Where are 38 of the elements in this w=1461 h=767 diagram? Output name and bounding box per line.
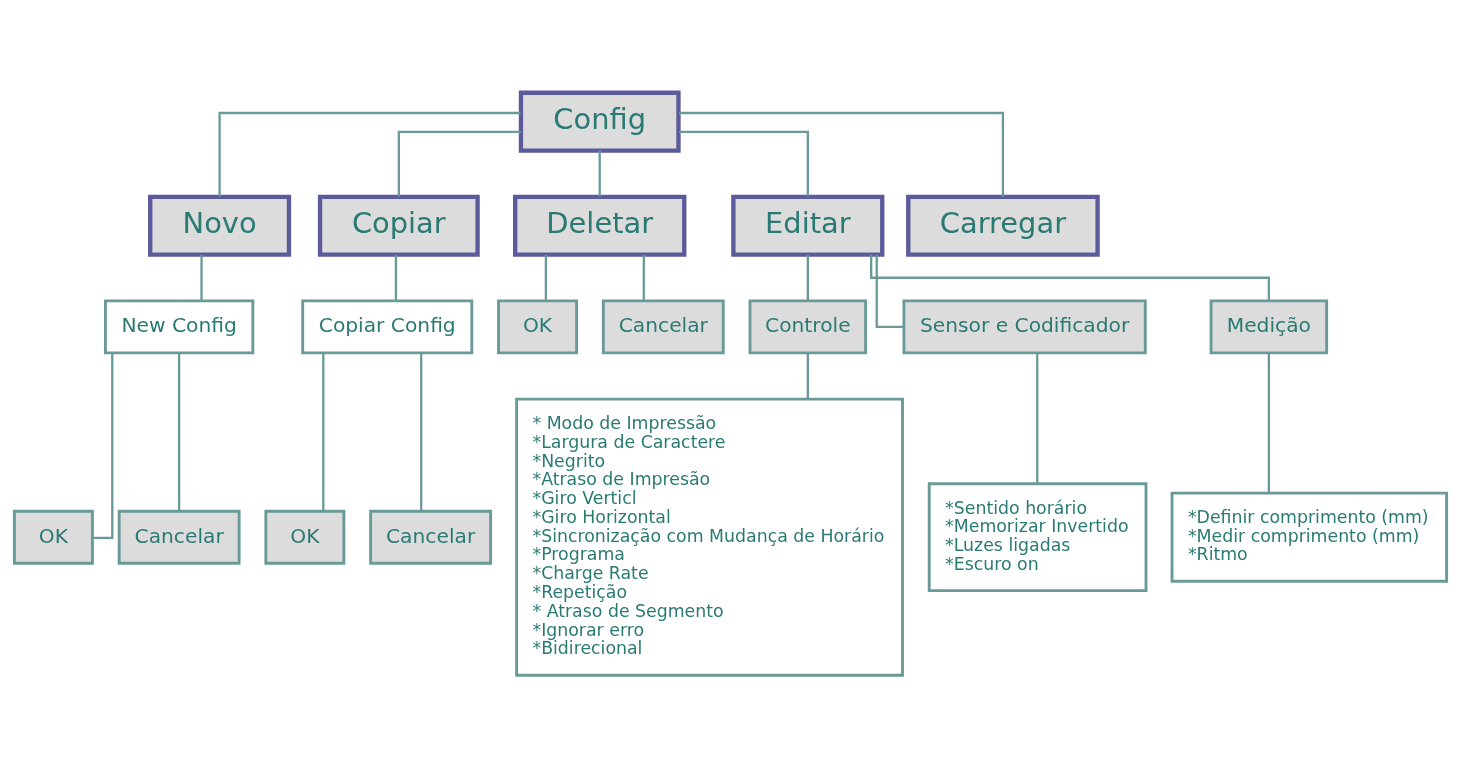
node-box: New Config: [104, 298, 255, 354]
node-box: Controle: [748, 298, 868, 354]
node-box: Medição: [1209, 298, 1329, 354]
node-box: OK: [264, 509, 346, 565]
connector: [806, 254, 809, 301]
node-box: Cancelar: [601, 298, 725, 354]
connector: [678, 111, 1005, 197]
connector: [1036, 352, 1039, 484]
connector: [322, 352, 325, 511]
connector: [1267, 352, 1270, 493]
node-box: Deletar: [513, 194, 687, 257]
node-box: Config: [518, 90, 681, 153]
node-box: Carregar: [906, 194, 1100, 257]
connector: [544, 254, 548, 301]
node-box: Cancelar: [117, 509, 241, 565]
node-box: Copiar: [317, 194, 480, 257]
connector: [178, 352, 181, 511]
connector: [394, 254, 398, 301]
node-box: Cancelar: [369, 509, 493, 565]
node-box: *Sentido horário *Memorizar Invertido *Luzes ligadas *Escuro on: [927, 481, 1148, 592]
node-box: *Definir comprimento (mm) *Medir comprimento (mm) *Ritmo: [1170, 491, 1449, 583]
connector: [420, 352, 423, 511]
node-box: OK: [12, 509, 94, 565]
connector: [218, 111, 521, 197]
connector: [397, 130, 521, 197]
connector: [200, 254, 203, 301]
connector: [875, 254, 904, 328]
node-box: Sensor e Codificador: [902, 298, 1147, 354]
connector: [679, 130, 809, 197]
node-box: Copiar Config: [301, 298, 474, 354]
connector: [870, 254, 1270, 301]
node-box: Novo: [148, 194, 292, 257]
node-box: OK: [497, 298, 579, 354]
connector: [642, 254, 645, 301]
node-box: * Modo de Impressão *Largura de Caractere *Negrito *Atraso de Impresão *Giro Verticl *Giro Horizontal *Sincronização com Mudança de Horário *Programa *Charge Rate *Repetição * Atraso de Segmento *Ignorar erro *Bidirecional: [515, 397, 904, 677]
connector: [806, 352, 809, 399]
node-box: Editar: [731, 194, 885, 257]
connector: [598, 150, 601, 197]
